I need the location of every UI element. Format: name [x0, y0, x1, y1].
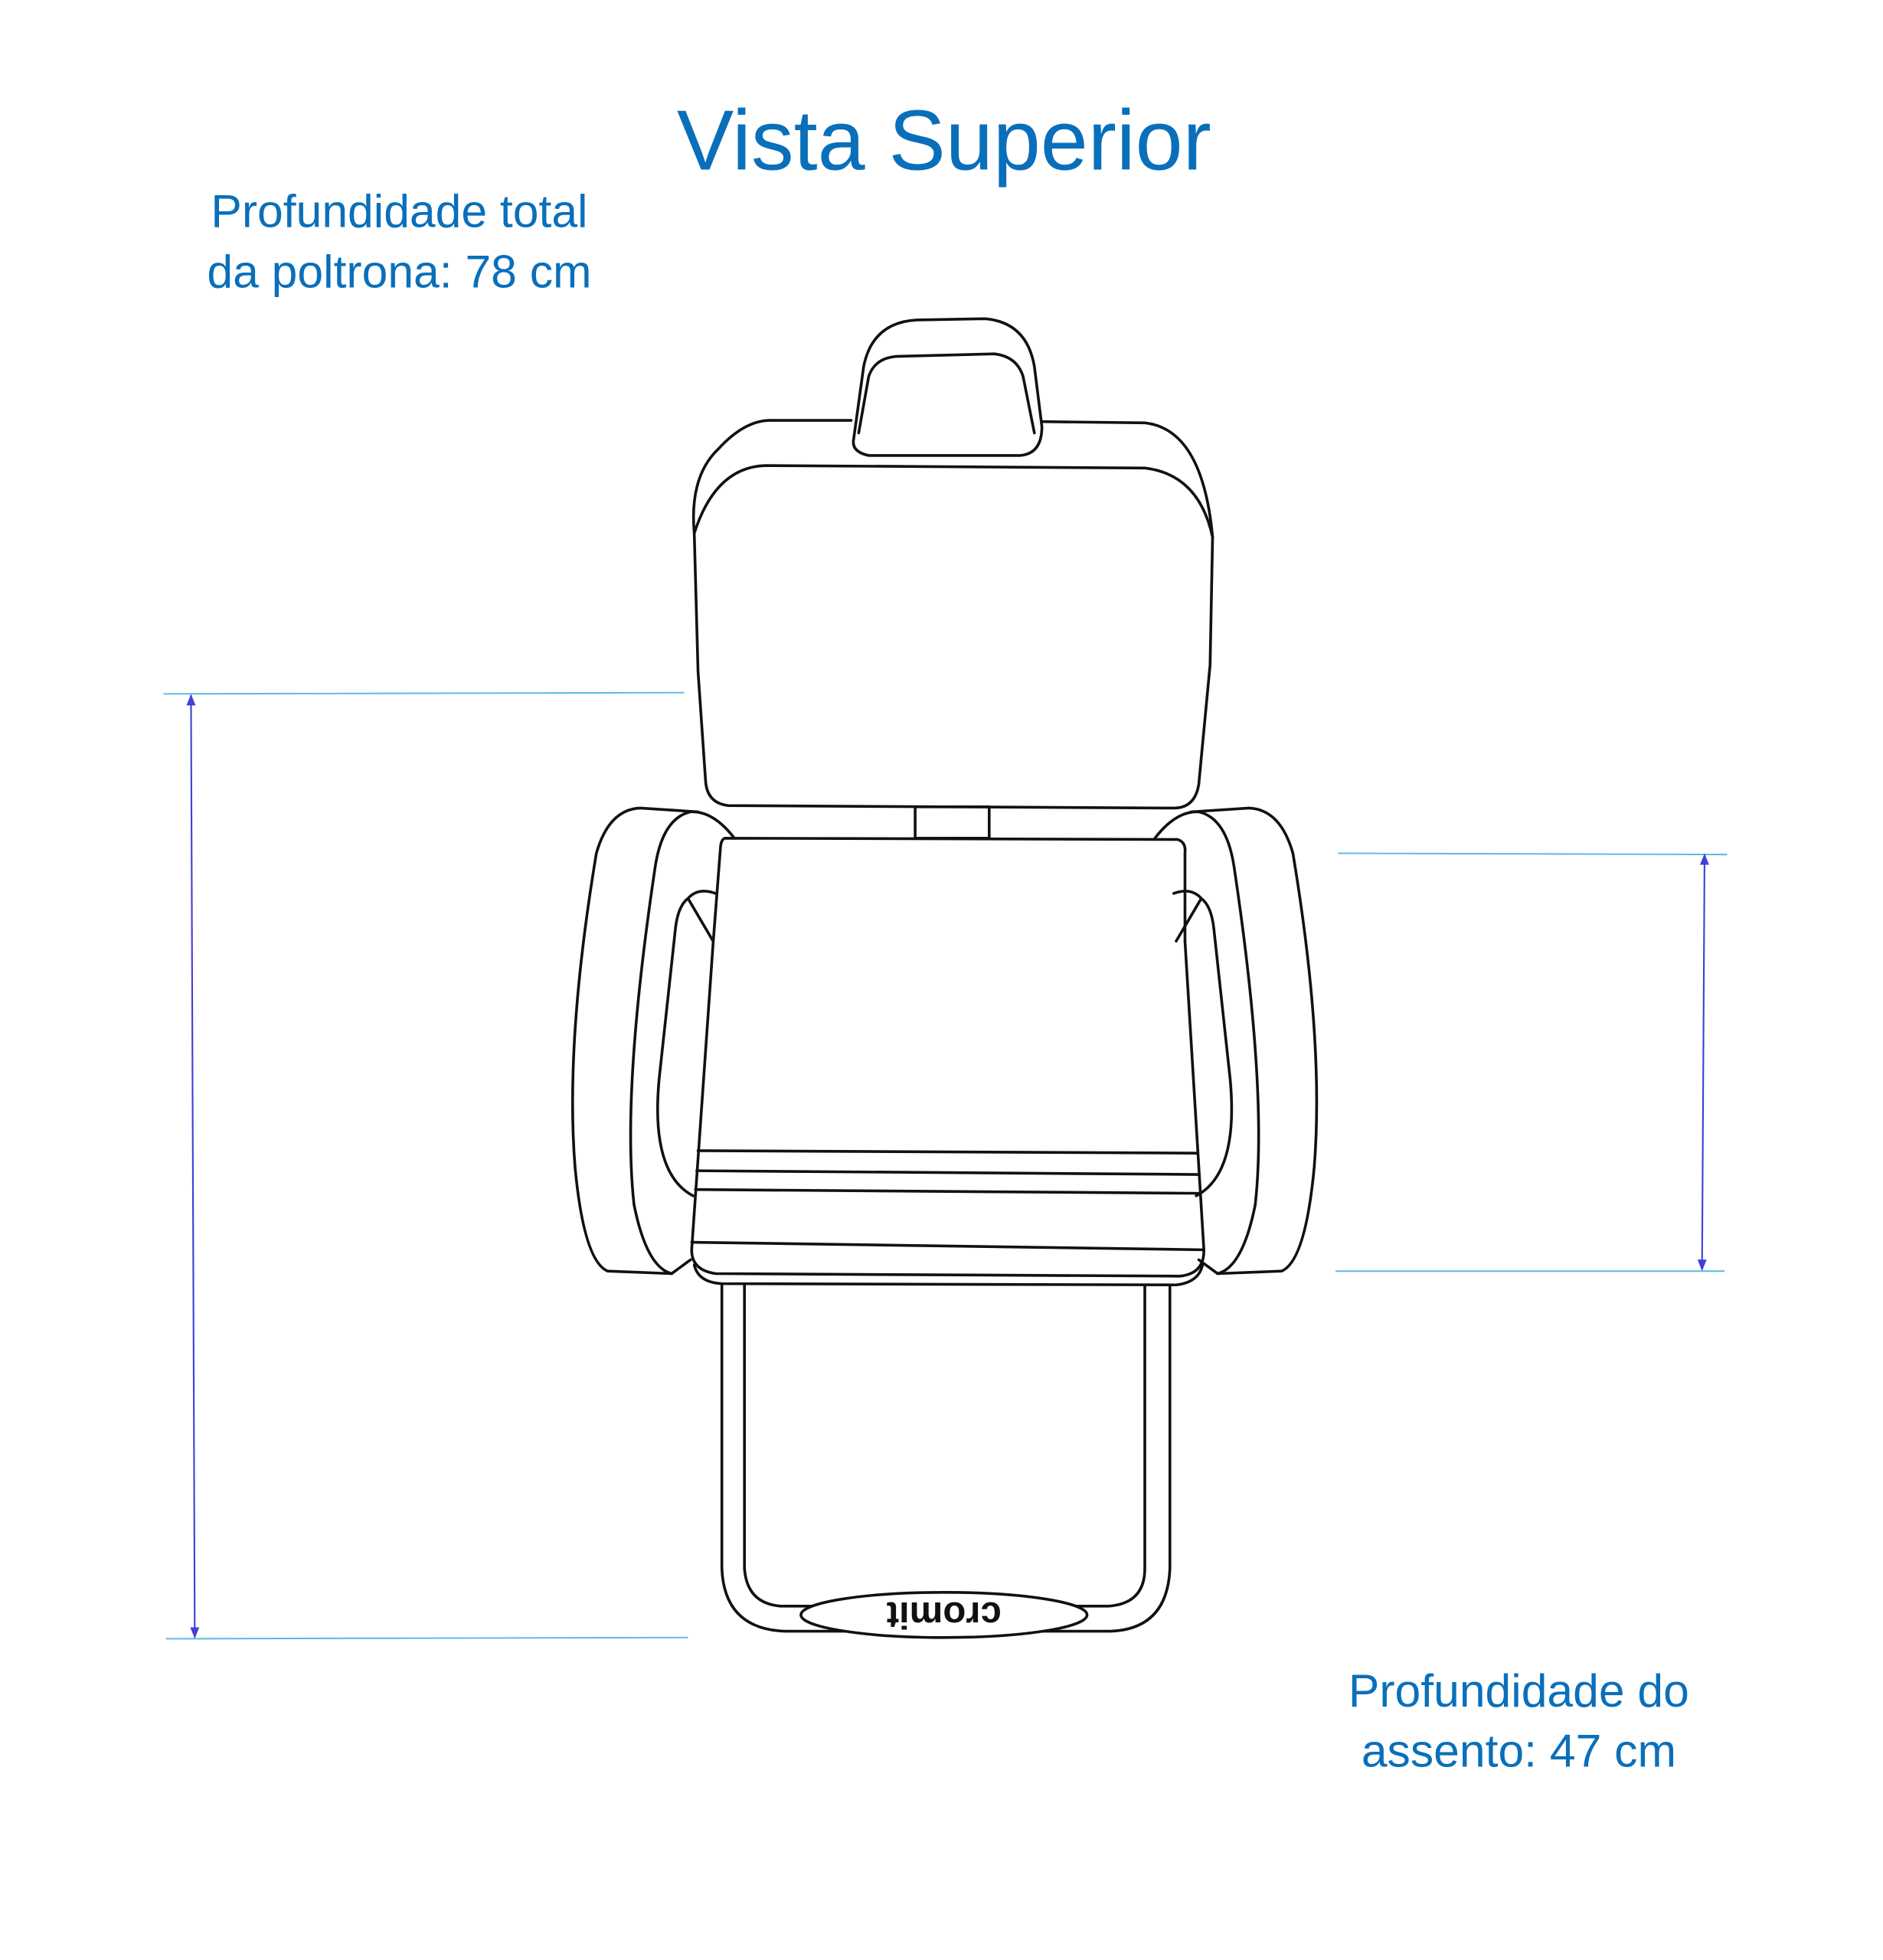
base: cromit [720, 1282, 1172, 1639]
seat [690, 836, 1205, 1287]
seat-depth-label-line1: Profundidade do [1349, 1664, 1689, 1717]
total-depth-label-line2: da poltrona: 78 cm [207, 245, 591, 297]
brand-logo: cromit [887, 1594, 1002, 1636]
headrest [852, 317, 1044, 457]
page-title: Vista Superior [677, 92, 1211, 188]
seat-depth-label-line2: assento: 47 cm [1362, 1725, 1676, 1777]
logo-plate [799, 1590, 1089, 1639]
left-armrest [570, 806, 736, 1276]
total-depth-dimension [163, 691, 688, 1640]
seat-depth-dimension [1335, 852, 1728, 1272]
right-armrest [1153, 806, 1319, 1276]
chair-outline: cromit [570, 317, 1319, 1639]
backrest [691, 419, 1214, 840]
total-depth-label-line1: Profundidade total [211, 185, 587, 237]
